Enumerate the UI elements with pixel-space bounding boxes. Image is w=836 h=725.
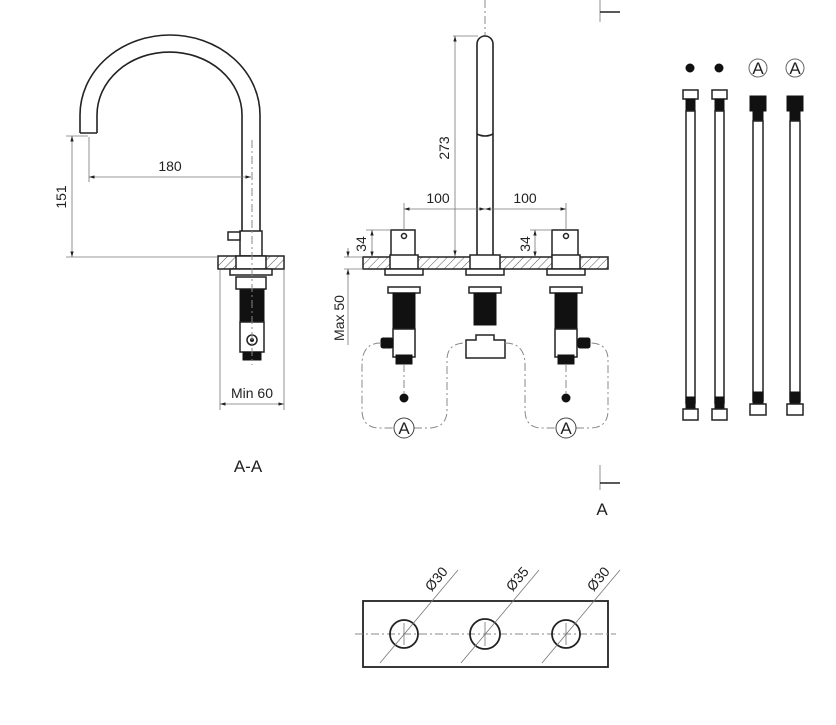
hoses: A A [682,58,805,421]
washer [235,276,267,290]
hose-marker-4: A [789,59,801,78]
hose-marker-dot-1 [685,63,695,73]
cutout-template: Ø30 Ø35 Ø30 [355,563,621,668]
dim-label-max-thickness: Max 50 [331,295,347,341]
hose-1 [682,89,699,421]
section-marker-label: A [596,500,608,519]
hose-4 [786,95,804,416]
hose-3 [749,95,767,416]
right-handle [551,229,579,258]
hose-marker-3: A [752,59,764,78]
center-spout [476,35,494,257]
connection-label-right: A [560,419,572,438]
hole-label-left: Ø30 [422,563,451,594]
dim-label-min-width: Min 60 [231,385,273,401]
dim-label-spacing-right: 100 [513,190,537,206]
tee-connector [465,334,506,359]
dim-label-handle-right: 34 [517,236,533,252]
dim-label-reach: 180 [158,158,182,174]
hole-label-center: Ø35 [503,563,532,594]
section-label: A-A [234,457,263,476]
connection-label-left: A [398,419,410,438]
dim-label-height: 151 [53,185,69,209]
dim-label-spacing-left: 100 [426,190,450,206]
dim-label-handle-left: 34 [353,236,369,252]
hole-center [469,618,501,650]
cold-inlet-dot [399,393,409,403]
hose-2 [711,89,728,421]
under-deck-parts [380,254,591,365]
dim-label-spout-height: 273 [436,136,452,160]
nut [229,268,273,276]
hole-label-right: Ø30 [584,563,613,594]
hole-left [389,619,419,649]
side-view: 151 180 Min 60 A-A [53,34,285,476]
front-view: A A 273 100 100 34 34 Max 50 A [331,0,620,519]
hose-marker-dot-2 [714,63,724,73]
lever [227,231,241,241]
hole-right [551,619,581,649]
spout [79,34,261,232]
hot-inlet-dot [561,393,571,403]
faucet-body [239,230,263,257]
mount-sleeve [235,255,267,270]
